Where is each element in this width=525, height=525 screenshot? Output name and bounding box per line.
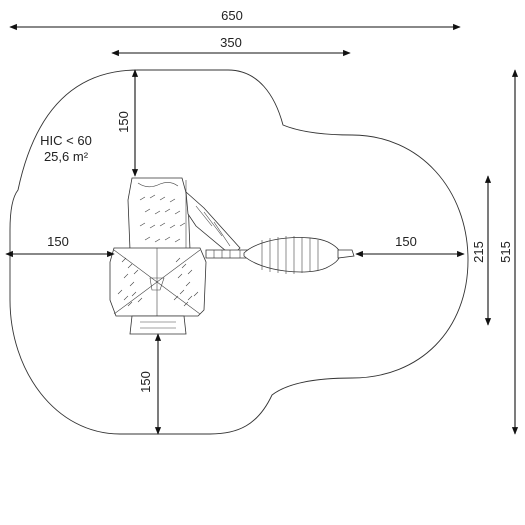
safety-zone-outline [9, 69, 469, 435]
area-annotation: 25,6 m² [44, 149, 89, 164]
dim-label-inner-width: 350 [220, 35, 242, 50]
dim-label-right-clearance: 150 [395, 234, 417, 249]
slide [185, 191, 241, 257]
dimension-lines [5, 23, 519, 435]
connector-bridge [205, 249, 251, 259]
dim-label-total-width: 650 [221, 8, 243, 23]
hic-annotation: HIC < 60 [40, 133, 92, 148]
dim-label-bottom-clearance: 150 [138, 371, 153, 393]
dim-label-top-clearance: 150 [116, 111, 131, 133]
crawl-tunnel [243, 236, 355, 274]
tower-step [129, 315, 187, 335]
tower-roof [109, 247, 207, 317]
play-tower [127, 177, 191, 251]
dim-label-total-height: 515 [498, 241, 513, 263]
dim-label-left-clearance: 150 [47, 234, 69, 249]
dim-label-right-inner-height: 215 [471, 241, 486, 263]
